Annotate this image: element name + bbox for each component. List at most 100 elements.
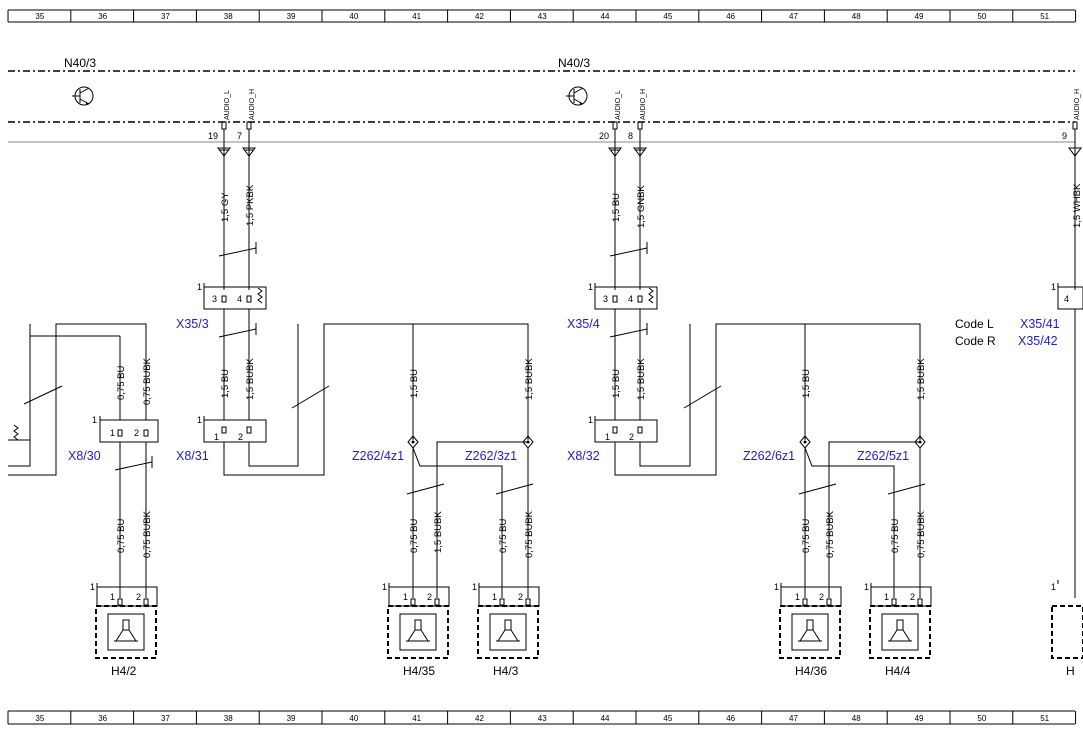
pin-number: 2 [910, 592, 915, 602]
code-label: Code R [955, 334, 996, 348]
ruler-label: 36 [98, 714, 107, 723]
wire-label: 1,5 GY [220, 192, 231, 222]
ruler-label: 47 [789, 714, 798, 723]
wire-label: 1,5 BU [409, 369, 420, 398]
wire-label: 1,5 BU [220, 369, 231, 398]
pin-number: 1 [884, 592, 889, 602]
ruler-label: 40 [349, 12, 358, 21]
ruler-label: 48 [852, 714, 861, 723]
pin-number: 1 [90, 582, 95, 592]
connector-label: X8/32 [567, 449, 600, 463]
pin-number: 1 [1051, 282, 1056, 292]
pin-number: 1 [197, 282, 202, 292]
wire-label: 0,75 BUBK [825, 510, 836, 558]
wire-label: 0,75 BUBK [916, 510, 927, 558]
pin-number: 3 [212, 294, 217, 304]
speaker-icon [115, 629, 137, 642]
code-ref: X35/42 [1018, 334, 1058, 348]
speaker-label: H [1066, 664, 1075, 678]
wire-label: 0,75 BU [409, 519, 420, 553]
pin-number: 19 [208, 131, 218, 141]
speaker-icon [799, 629, 821, 642]
wire-label: 1,5 BUBK [636, 358, 647, 400]
pin-number: 1 [864, 582, 869, 592]
wire-labels: 1,5 GY 1,5 PKBK 1,5 BU 1,5 BUBK 0,75 BU 0,75 … [116, 183, 1083, 558]
connector-label: Z262/3z1 [465, 449, 517, 463]
connector-label: X8/30 [68, 449, 101, 463]
ruler-label: 47 [789, 12, 798, 21]
ruler-label: 48 [852, 12, 861, 21]
wire-label: 1,5 PKBK [245, 184, 256, 226]
ruler-label: 45 [663, 12, 672, 21]
ruler-label: 50 [977, 12, 986, 21]
amplifier-icon [72, 86, 94, 106]
ruler-label: 51 [1040, 12, 1049, 21]
ruler-label: 44 [601, 714, 610, 723]
wire-label: 1,5 BUBK [916, 358, 927, 400]
wire-label: 1,5 BUBK [245, 358, 256, 400]
ruler-label: 37 [161, 12, 170, 21]
speaker-label: H4/36 [795, 664, 827, 678]
pin-signal: AUDIO_L [224, 90, 231, 120]
speaker-icon [407, 629, 429, 642]
ruler-label: 45 [663, 714, 672, 723]
pin-number: 4 [628, 294, 633, 304]
speaker-label: H4/2 [111, 664, 137, 678]
pin-number: 1 [492, 592, 497, 602]
ruler-label: 43 [538, 12, 547, 21]
pin-number: 1 [472, 582, 477, 592]
pin-number: 8 [628, 131, 633, 141]
pin-number: 1 [605, 432, 610, 442]
pin-number: 2 [518, 592, 523, 602]
ruler-label: 39 [287, 714, 296, 723]
connector-label: X35/3 [176, 317, 209, 331]
wire-label: 1,5 WHBK [1072, 183, 1083, 228]
wire-label: 0,75 BUBK [524, 510, 535, 558]
pin-number: 1 [110, 592, 115, 602]
pin-number: 2 [134, 428, 139, 438]
pin-number: 1 [1051, 582, 1056, 592]
pin-number: 1 [774, 582, 779, 592]
wire-label: 1,5 BU [611, 369, 622, 398]
unit-name-1: N40/3 [64, 56, 96, 70]
pin-signal: AUDIO_L [615, 90, 622, 120]
ruler-label: 43 [538, 714, 547, 723]
ruler-label: 41 [412, 714, 421, 723]
pin-number: 20 [599, 131, 609, 141]
pin-number: 1 [110, 428, 115, 438]
ruler-label: 35 [35, 714, 44, 723]
amplifier-icon [566, 86, 588, 106]
pin-number: 1 [382, 582, 387, 592]
ruler-label: 49 [915, 714, 924, 723]
pin-number: 2 [629, 432, 634, 442]
wire-label: 0,75 BU [498, 519, 509, 553]
code-label: Code L [955, 317, 994, 331]
wire-label: 0,75 BU [890, 519, 901, 553]
ruler-label: 42 [475, 714, 484, 723]
code-ref: X35/41 [1020, 317, 1060, 331]
speaker-label: H4/3 [493, 664, 519, 678]
wire-label: 0,75 BUBK [142, 357, 153, 405]
ruler-label: 42 [475, 12, 484, 21]
ruler-label: 50 [977, 714, 986, 723]
pin-number: 1 [588, 282, 593, 292]
speaker-icon [497, 629, 519, 642]
connector-label: Z262/4z1 [352, 449, 404, 463]
speaker: 1 1 2H4/3 [472, 582, 540, 678]
ruler-label: 37 [161, 714, 170, 723]
wire-label: 1,5 BU [801, 369, 812, 398]
wire-label: 0,75 BU [116, 519, 127, 553]
pin-number: 7 [237, 131, 242, 141]
speaker-icon [889, 629, 911, 642]
pin-number: 1 [197, 415, 202, 425]
wire-label: 1,5 BU [611, 193, 622, 222]
wire-label: 0,75 BU [116, 366, 127, 400]
pin-number: 2 [819, 592, 824, 602]
ruler-label: 35 [35, 12, 44, 21]
ruler-label: 44 [601, 12, 610, 21]
ruler-label: 36 [98, 12, 107, 21]
